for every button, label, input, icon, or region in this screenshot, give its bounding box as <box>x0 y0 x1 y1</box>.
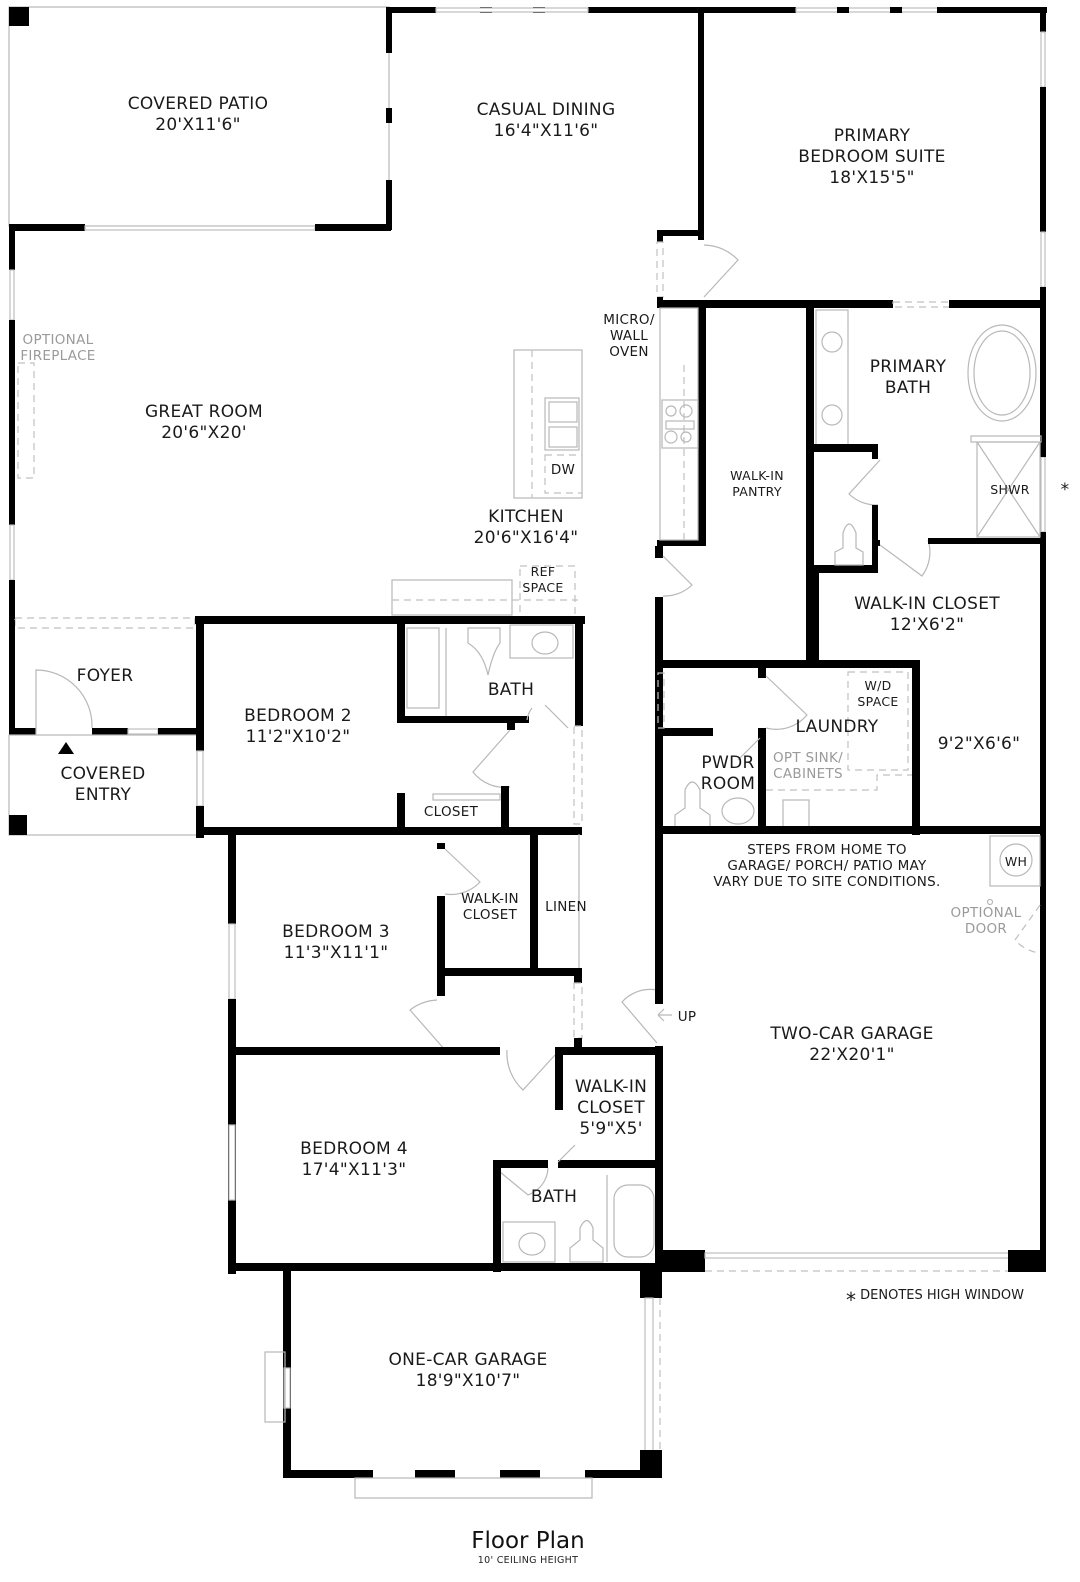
closet-extension-dims: 9'2"X6'6" <box>937 734 1021 754</box>
floor-plan-title: Floor Plan <box>471 1528 585 1554</box>
foyer-label: FOYER <box>76 666 134 686</box>
linen-label: LINEN <box>545 899 587 915</box>
high-window-marker: * <box>1060 480 1070 500</box>
closet-2-label: CLOSET <box>423 804 479 820</box>
dishwasher-label: DW <box>550 462 576 478</box>
opt-sink-cabinets-label: OPT SINK/CABINETS <box>772 750 844 782</box>
bath-4-label: BATH <box>530 1187 578 1207</box>
shower-label: SHWR <box>990 482 1030 497</box>
ceiling-height-note: 10' CEILING HEIGHT <box>477 1555 579 1566</box>
entry-arrow-icon <box>58 742 74 754</box>
high-window-legend: * DENOTES HIGH WINDOW <box>846 1288 1024 1312</box>
water-heater-label: WH <box>1004 854 1028 869</box>
bath-2-label: BATH <box>487 680 535 700</box>
stairs-up-label: UP <box>677 1009 697 1025</box>
laundry-label: LAUNDRY <box>795 717 879 737</box>
